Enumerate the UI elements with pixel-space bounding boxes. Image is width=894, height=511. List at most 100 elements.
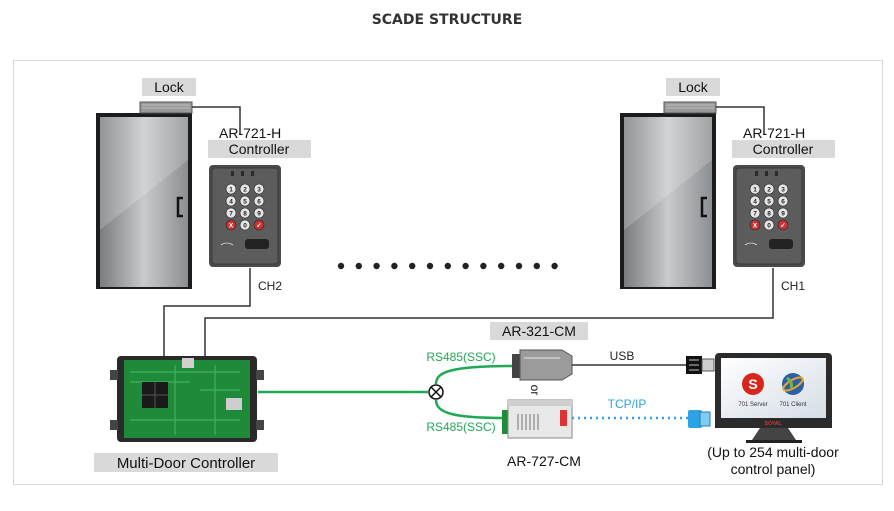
monitor-brand: SOYAL bbox=[765, 421, 782, 427]
left-lock-wire bbox=[192, 106, 241, 135]
right-door bbox=[620, 113, 716, 289]
ellipsis-dot bbox=[355, 262, 362, 270]
or-label: or bbox=[528, 385, 542, 396]
rs485-label-bottom: RS485(SSC) bbox=[426, 420, 495, 434]
right-lock-wire bbox=[716, 106, 765, 135]
keypad-key-label: 3 bbox=[257, 187, 261, 194]
keypad-key-label: 8 bbox=[243, 211, 247, 218]
right-door-handle bbox=[700, 196, 707, 218]
keypad-key bbox=[225, 183, 237, 195]
usb-label: USB bbox=[610, 349, 635, 363]
keypad-key-label: 9 bbox=[257, 211, 261, 218]
keypad-key-label: X bbox=[753, 223, 758, 230]
keypad-key-label: X bbox=[229, 223, 234, 230]
ellipsis-dot bbox=[444, 262, 451, 270]
keypad-key-label: 2 bbox=[243, 187, 247, 194]
ar727-label: AR-727-CM bbox=[507, 453, 581, 469]
keypad-key bbox=[225, 195, 237, 207]
svg-text:S: S bbox=[748, 376, 757, 392]
ch2-wire bbox=[163, 268, 251, 358]
right-lock: Lock bbox=[663, 78, 720, 114]
rs485-branch-tcp bbox=[434, 399, 505, 420]
keypad-key-label: 7 bbox=[229, 211, 233, 218]
multi-door-controller-label: Multi-Door Controller bbox=[117, 455, 255, 472]
ellipsis-dot bbox=[480, 262, 487, 270]
monitor-icon bbox=[715, 353, 832, 443]
left-door bbox=[96, 113, 192, 289]
keypad-key-label: 2 bbox=[767, 187, 771, 194]
keypad-key-label: ✓ bbox=[780, 223, 785, 230]
ellipsis-dot bbox=[551, 262, 558, 270]
ch1-wire bbox=[204, 268, 774, 358]
keypad-key bbox=[763, 219, 775, 231]
keypad-key bbox=[253, 219, 265, 231]
left-controller-name: Controller bbox=[229, 141, 290, 157]
ar727-converter bbox=[502, 399, 573, 439]
keypad-key bbox=[763, 195, 775, 207]
ellipsis-dot bbox=[462, 262, 469, 270]
multi-door-controller-board bbox=[110, 356, 264, 442]
keypad-key-label: 1 bbox=[753, 187, 757, 194]
left-lock-label: Lock bbox=[154, 79, 185, 95]
ellipsis-dot bbox=[373, 262, 380, 270]
ellipsis-dot bbox=[426, 262, 434, 270]
keypad-key bbox=[777, 195, 789, 207]
keypad-key bbox=[777, 183, 789, 195]
keypad-key bbox=[253, 195, 265, 207]
keypad-key bbox=[763, 207, 775, 219]
keypad-key bbox=[225, 219, 237, 231]
left-lock: Lock bbox=[139, 78, 196, 114]
ellipsis-dot bbox=[391, 262, 398, 270]
junction-icon bbox=[428, 384, 444, 400]
keypad-key bbox=[777, 207, 789, 219]
ellipsis-dot bbox=[533, 262, 540, 270]
keypad-key-label: 4 bbox=[753, 199, 757, 206]
keypad-key bbox=[749, 207, 761, 219]
keypad-key-label: 5 bbox=[767, 199, 771, 206]
keypad-key bbox=[225, 207, 237, 219]
right-controller-model: AR-721-H bbox=[743, 125, 805, 141]
keypad-key-label: 6 bbox=[257, 199, 261, 206]
ch2-label: CH2 bbox=[258, 279, 282, 293]
keypad-key bbox=[763, 183, 775, 195]
rs485-label-top: RS485(SSC) bbox=[426, 350, 495, 364]
keypad-key bbox=[777, 219, 789, 231]
keypad-key bbox=[239, 183, 251, 195]
keypad-key bbox=[253, 183, 265, 195]
client-label: 701 Client bbox=[779, 402, 806, 408]
keypad-key bbox=[239, 219, 251, 231]
keypad-key-label: 7 bbox=[753, 211, 757, 218]
right-controller-name: Controller bbox=[753, 141, 814, 157]
keypad-key-label: 1 bbox=[229, 187, 233, 194]
client-globe-icon bbox=[782, 373, 804, 395]
server-logo-icon: S bbox=[742, 373, 764, 395]
keypad-key bbox=[239, 207, 251, 219]
ar321-converter bbox=[512, 349, 573, 381]
ellipsis-dot bbox=[498, 262, 505, 270]
ethernet-plug-icon bbox=[688, 410, 711, 428]
keypad-key-label: ✓ bbox=[256, 223, 261, 230]
ellipsis-dots bbox=[337, 262, 558, 270]
ellipsis-dot bbox=[337, 262, 345, 270]
left-door-handle bbox=[176, 196, 183, 218]
left-keypad-controller: 1 2 3 4 5 6 7 8 9X 0 ✓ bbox=[209, 165, 281, 267]
keypad-key-label: 5 bbox=[243, 199, 247, 206]
keypad-key bbox=[253, 207, 265, 219]
ar321-label: AR-321-CM bbox=[502, 323, 576, 339]
panel-note-line1: (Up to 254 multi-door bbox=[707, 444, 839, 460]
keypad-key-label: 6 bbox=[781, 199, 785, 206]
keypad-key bbox=[749, 183, 761, 195]
keypad-key-label: 4 bbox=[229, 199, 233, 206]
keypad-key-label: 0 bbox=[243, 223, 247, 230]
right-lock-label: Lock bbox=[678, 79, 709, 95]
keypad-key-label: 3 bbox=[781, 187, 785, 194]
ellipsis-dot bbox=[409, 262, 416, 270]
left-controller-model: AR-721-H bbox=[219, 125, 281, 141]
keypad-key-label: 0 bbox=[767, 223, 771, 230]
keypad-key-label: 8 bbox=[767, 211, 771, 218]
multi-door-controller-label-box bbox=[94, 453, 278, 472]
keypad-key bbox=[749, 195, 761, 207]
left-controller-label: AR-721-H Controller bbox=[208, 125, 311, 158]
